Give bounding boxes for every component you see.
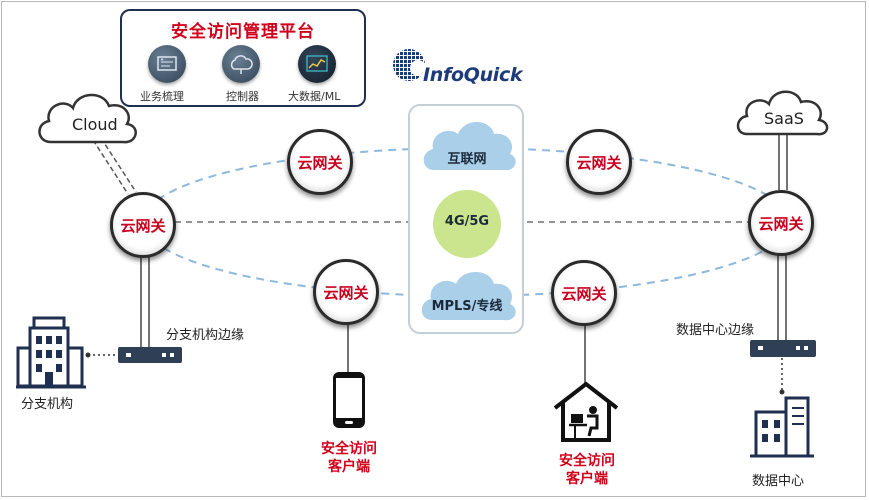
cloud-link-line-1 [92, 139, 129, 195]
cloud-gateway-right: 云网关 [748, 190, 814, 256]
cloud-link-line-2 [100, 137, 137, 193]
business-analysis-icon [148, 45, 186, 83]
management-item-label-3: 大数据/ML [288, 90, 341, 103]
management-item-label-1: 业务梳理 [140, 90, 184, 103]
cloud-gateway-left: 云网关 [110, 192, 176, 258]
mpls-cloud-icon [416, 262, 518, 330]
branch-label: 分支机构 [21, 397, 74, 412]
management-platform-title: 安全访问管理平台 [171, 22, 315, 42]
branch-edge-device-icon [118, 347, 182, 363]
branch-building-icon [16, 314, 88, 394]
big-data-chart-icon [298, 45, 336, 83]
cloud-icon [33, 84, 143, 158]
mobile-label: 4G/5G [444, 214, 490, 229]
home-client-label-line1: 安全访问 [559, 453, 615, 469]
dc-label: 数据中心 [752, 474, 805, 489]
home-office-client-icon [551, 380, 621, 448]
phone-client-icon [333, 372, 365, 428]
internet-label: 互联网 [447, 152, 487, 167]
cloud-gateway-bottom-left: 云网关 [313, 259, 379, 325]
branch-edge-label: 分支机构边缘 [166, 328, 245, 343]
logo-text: InfoQuick [423, 64, 523, 86]
management-item-label-2: 控制器 [226, 90, 259, 103]
cloud-gateway-bottom-right: 云网关 [551, 260, 617, 326]
management-platform-panel: 安全访问管理平台 业务梳理 控制器 大数据/ML [120, 9, 366, 107]
cloud-gateway-top-left: 云网关 [287, 129, 353, 195]
mobile-network-circle [433, 190, 501, 258]
cloud-label: Cloud [72, 115, 118, 134]
cloud-gateway-top-right: 云网关 [566, 129, 632, 195]
infoquick-logo-icon [392, 44, 426, 88]
saas-cloud-icon [733, 80, 833, 144]
data-center-building-icon [748, 392, 818, 464]
home-client-label-line2: 客户端 [566, 471, 608, 487]
mpls-label: MPLS/专线 [431, 299, 503, 314]
controller-cloud-icon [222, 45, 260, 83]
phone-client-label-line1: 安全访问 [321, 441, 377, 457]
dc-edge-label: 数据中心边缘 [676, 323, 755, 338]
dc-edge-device-icon [750, 340, 816, 357]
internet-cloud-icon [418, 114, 516, 180]
phone-client-label-line2: 客户端 [328, 459, 370, 475]
saas-label: SaaS [764, 109, 804, 128]
